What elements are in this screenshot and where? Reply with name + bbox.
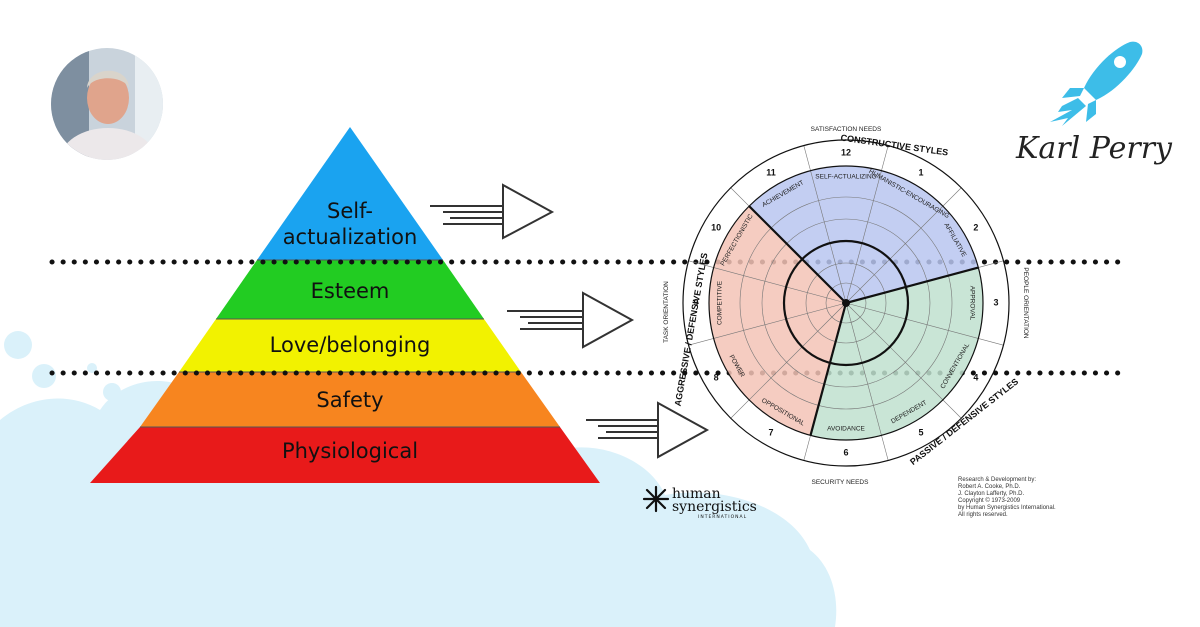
credit-line: All rights reserved. — [958, 512, 1008, 518]
asterisk-icon — [642, 485, 670, 513]
maslow-pyramid: Self- actualization Esteem Love/belongin… — [90, 127, 600, 483]
copyright-credits: Research & Development by: Robert A. Coo… — [958, 477, 1056, 518]
grid-spoke — [688, 302, 847, 346]
satisfaction-needs-label: SATISFACTION NEEDS — [811, 126, 882, 133]
style-number: 10 — [711, 222, 721, 232]
people-orientation-label: PEOPLE ORIENTATION — [1022, 267, 1029, 339]
arrow-icon-bottom — [586, 401, 710, 459]
style-number: 11 — [766, 167, 776, 177]
circumplex-center — [842, 299, 850, 307]
pyramid-label-physiological: Physiological — [282, 439, 418, 463]
credit-line: Research & Development by: — [958, 477, 1036, 483]
circumplex-mid-ring — [782, 239, 910, 367]
avatar — [51, 48, 163, 160]
rocket-icon — [1050, 41, 1143, 126]
style-label: COMPETITIVE — [717, 280, 724, 325]
grid-spoke — [845, 145, 889, 304]
style-number: 6 — [843, 447, 848, 457]
style-number: 3 — [993, 297, 998, 307]
grid-spoke — [845, 302, 889, 461]
credit-line: Copyright © 1973-2009 — [958, 497, 1021, 504]
style-number: 12 — [841, 147, 851, 157]
circumplex-diagram: SATISFACTION NEEDS CONSTRUCTIVE STYLES S… — [663, 126, 1029, 486]
grid-ring — [805, 262, 887, 344]
grid-ring — [739, 196, 953, 410]
pyramid-label-actualization: actualization — [283, 225, 418, 249]
circumplex-label-ring — [682, 139, 1010, 467]
grid-spoke — [845, 302, 962, 419]
circumplex-grid — [688, 145, 1004, 461]
task-orientation-label: TASK ORIENTATION — [663, 281, 670, 343]
credit-line: by Human Synergistics International. — [958, 505, 1056, 511]
pyramid-level-love-belonging — [179, 319, 521, 372]
grid-spoke — [688, 260, 847, 304]
pyramid-label-love-belonging: Love/belonging — [270, 333, 431, 357]
arrow-icon-middle — [507, 291, 635, 349]
style-number: 1 — [918, 167, 923, 177]
arrow-icon-top — [430, 183, 555, 240]
credit-line: J. Clayton Lafferty, Ph.D. — [958, 491, 1024, 497]
style-number: 9 — [693, 297, 698, 307]
logo-line-human: human — [672, 486, 721, 502]
human-synergistics-logo: human synergistics INTERNATIONAL — [642, 485, 757, 520]
pyramid-label-self: Self- — [327, 199, 373, 223]
boundary-spoke — [748, 205, 847, 304]
grid-ring — [825, 282, 867, 324]
pyramid-label-safety: Safety — [316, 388, 383, 412]
pyramid-level-self-actualization — [257, 127, 443, 260]
circumplex-outer-ring — [708, 165, 984, 441]
constructive-styles-label: CONSTRUCTIVE STYLES — [840, 133, 949, 158]
grid-spoke — [730, 302, 847, 419]
style-label: APPROVAL — [968, 286, 975, 321]
style-label: SELF-ACTUALIZING — [815, 174, 876, 181]
credit-line: Robert A. Cooke, Ph.D. — [958, 484, 1021, 490]
constructive-sector — [749, 165, 979, 303]
boundary-spoke — [809, 302, 848, 436]
style-number: 2 — [973, 222, 978, 232]
style-label: AVOIDANCE — [827, 426, 865, 433]
pyramid-label-esteem: Esteem — [311, 279, 390, 303]
pyramid-level-safety — [140, 372, 560, 427]
logo-line-international: INTERNATIONAL — [698, 514, 747, 520]
boundary-spoke — [845, 266, 979, 305]
style-number: 5 — [918, 427, 923, 437]
style-number: 7 — [768, 427, 773, 437]
pyramid-level-physiological — [90, 427, 600, 483]
grid-ring — [761, 218, 931, 388]
signature: Karl Perry — [1015, 131, 1173, 166]
grid-spoke — [803, 145, 847, 304]
style-number: 8 — [714, 372, 719, 382]
pyramid-level-esteem — [216, 260, 484, 319]
grid-spoke — [845, 302, 1004, 346]
aggressive-sector — [709, 206, 846, 436]
grid-spoke — [845, 187, 962, 304]
logo-line-synergistics: synergistics — [672, 499, 757, 515]
style-number: 4 — [973, 372, 978, 382]
security-needs-label: SECURITY NEEDS — [812, 479, 870, 486]
